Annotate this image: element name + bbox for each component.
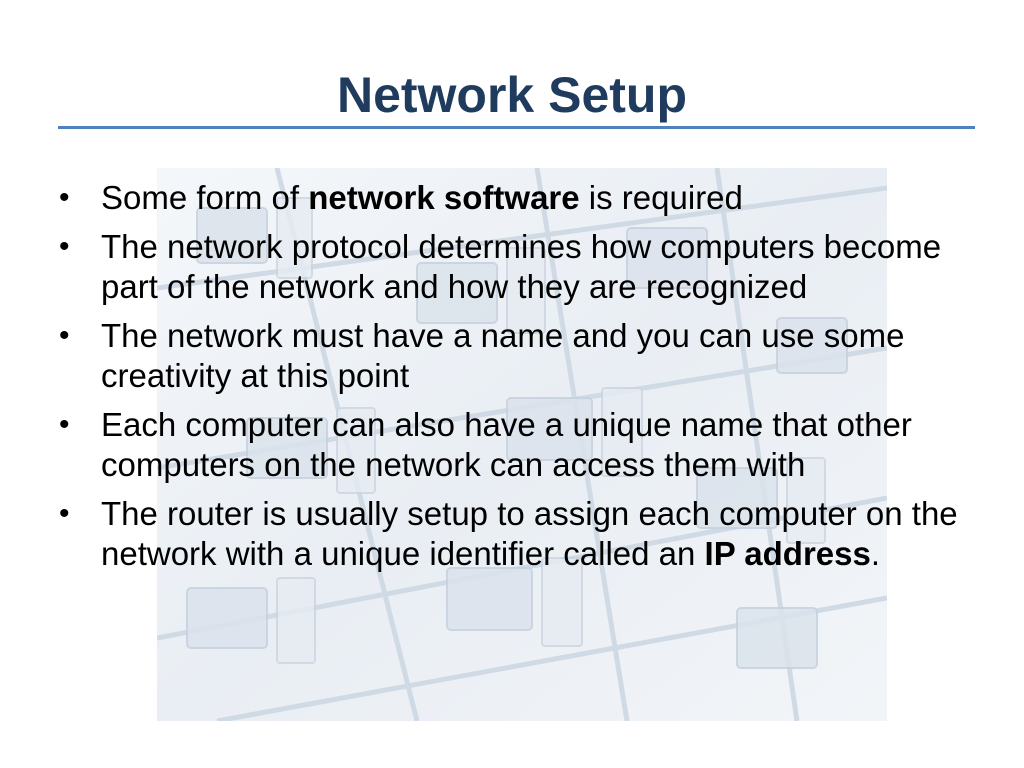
bullet-dot: • (59, 230, 70, 263)
bullet-item: • Some form of network software is requi… (58, 178, 988, 218)
bullet-list: • Some form of network software is requi… (58, 178, 988, 583)
bullet-dot: • (59, 181, 70, 214)
bold-term: network software (308, 179, 580, 216)
bold-term: IP address (704, 535, 871, 572)
bullet-text: Each computer can also have a unique nam… (101, 406, 912, 483)
bullet-item: • Each computer can also have a unique n… (58, 405, 988, 485)
bullet-text: Some form of network software is require… (101, 179, 743, 216)
bullet-text: The network must have a name and you can… (101, 317, 905, 394)
bullet-dot: • (59, 497, 70, 530)
slide-title: Network Setup (336, 67, 688, 123)
title-underline (58, 126, 975, 129)
bullet-item: • The network must have a name and you c… (58, 316, 988, 396)
bullet-text: The router is usually setup to assign ea… (101, 495, 958, 572)
bullet-dot: • (59, 319, 70, 352)
bullet-text: The network protocol determines how comp… (101, 228, 942, 305)
bullet-item: • The network protocol determines how co… (58, 227, 988, 307)
bullet-dot: • (59, 408, 70, 441)
network-computers-illustration (157, 168, 887, 721)
bullet-item: • The router is usually setup to assign … (58, 494, 988, 574)
